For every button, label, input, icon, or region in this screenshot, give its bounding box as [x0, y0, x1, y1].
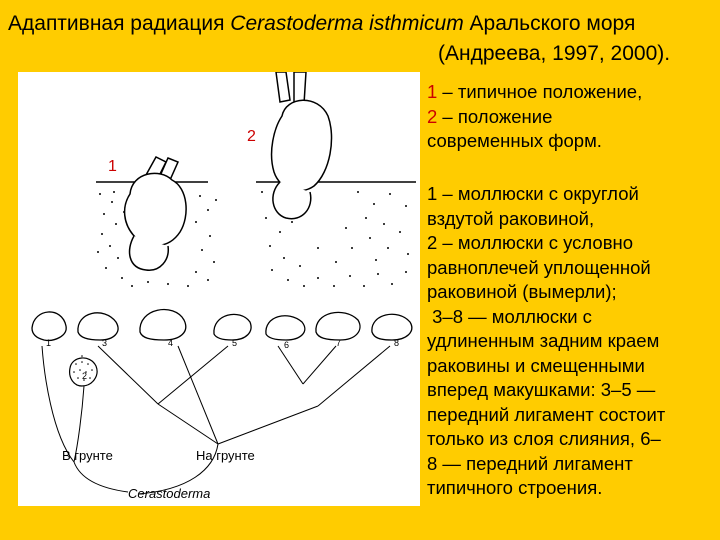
shell-3 [77, 312, 119, 341]
shell-number-5: 5 [232, 338, 237, 348]
description-line: раковины и смещенными [427, 354, 645, 376]
shell-position-1 [123, 156, 187, 271]
slide-title: Адаптивная радиация Cerastoderma isthmic… [8, 12, 635, 36]
title-part1: Адаптивная радиация [8, 12, 231, 35]
description-line: 3–8 — моллюски с [427, 305, 592, 327]
shell-6 [265, 315, 306, 341]
description-line: удлиненным задним краем [427, 330, 660, 351]
shell-outlines [31, 308, 413, 342]
legend-item-2: 2 – положение [427, 105, 697, 130]
title-species: Cerastoderma isthmicum [230, 12, 464, 35]
legend-item-2-continued: современных форм. [427, 130, 602, 151]
shell-4 [139, 308, 187, 341]
shell-5 [213, 313, 252, 341]
burrowing-position-figure: 1 2 [18, 72, 420, 294]
description-line: только из слоя слияния, 6– [427, 428, 661, 449]
description-line: типичного строения. [427, 477, 603, 498]
habitat-labels: В грунте На грунте Cerastoderma [62, 448, 255, 501]
shell-position-2 [270, 72, 333, 220]
label-on-ground: На грунте [196, 448, 255, 463]
phylogeny-tree-figure: 1 2 3 4 5 6 7 8 В грунте На грунте Ceras… [18, 294, 420, 506]
description-line: передний лигамент состоит [427, 403, 666, 425]
shell-1 [31, 311, 67, 342]
tree-branches [41, 345, 391, 495]
phylogeny-tree: 1 2 3 4 5 6 7 8 В грунте На грунте Ceras… [31, 308, 413, 501]
shell-number-labels: 1 2 3 4 5 6 7 8 [46, 338, 399, 381]
group-description: 1 – моллюски с округлой вздутой раковино… [427, 182, 717, 501]
shell-number-3: 3 [102, 338, 107, 348]
description-line: 1 – моллюски с округлой [427, 183, 639, 204]
burrowing-illustration [96, 72, 416, 287]
description-line: равноплечей уплощенной [427, 256, 651, 278]
legend-item-2-text: – положение [437, 105, 553, 127]
description-line: 2 – моллюски с условно [427, 232, 634, 253]
title-part2: Аральского моря [463, 12, 636, 35]
shell-number-6: 6 [284, 340, 289, 350]
shell-number-7: 7 [336, 338, 341, 348]
position-legend: 1 – типичное положение, 2 – положение со… [427, 80, 697, 154]
legend-item-2-number: 2 [427, 105, 438, 127]
shell-number-8: 8 [394, 338, 399, 348]
legend-item-1-text: – типичное положение, [437, 81, 643, 102]
legend-item-1-number: 1 [427, 81, 438, 102]
shell-number-2: 2 [82, 371, 87, 381]
shell-7 [315, 311, 361, 341]
shell-2 [69, 355, 98, 387]
legend-item-1: 1 – типичное положение, [427, 80, 697, 105]
shell-number-4: 4 [168, 338, 173, 348]
description-line: вперед макушками: 3–5 — [427, 379, 656, 400]
shell-8 [371, 313, 413, 341]
position-label-1: 1 [108, 158, 117, 175]
label-in-ground: В грунте [62, 448, 113, 463]
description-line: раковиной (вымерли); [427, 281, 617, 302]
position-label-2: 2 [247, 128, 256, 145]
sediment-stipple [97, 189, 409, 287]
description-line: 8 — передний лигамент [427, 452, 633, 474]
description-line: вздутой раковиной, [427, 207, 595, 229]
shell-number-1: 1 [46, 338, 51, 348]
label-cerastoderma: Cerastoderma [128, 486, 210, 501]
slide-title-citation: (Андреева, 1997, 2000). [438, 42, 671, 65]
